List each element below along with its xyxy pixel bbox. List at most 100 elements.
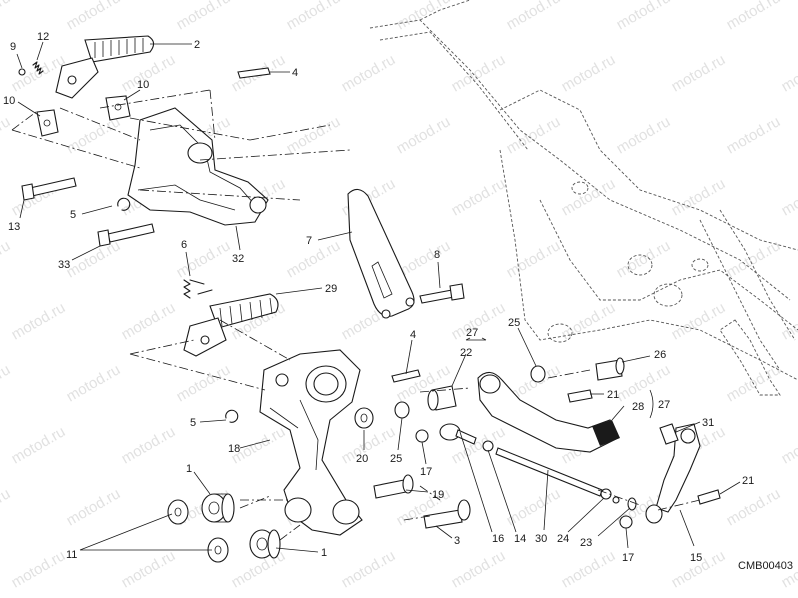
- label-8: 8: [434, 249, 440, 261]
- watermark-text: motod.ru: [119, 547, 179, 591]
- washer-11-upper: [167, 499, 189, 525]
- watermark-text: motod.ru: [64, 237, 124, 281]
- watermark-text: motod.ru: [119, 299, 179, 343]
- label-6: 6: [181, 239, 187, 251]
- watermark-text: motod.ru: [504, 113, 564, 157]
- watermark-text: motod.ru: [779, 299, 798, 343]
- nut-17-right: [619, 515, 633, 529]
- bracket-32: [127, 107, 269, 226]
- watermark-text: motod.ru: [669, 299, 729, 343]
- label-19: 19: [432, 489, 444, 501]
- watermark-text: motod.ru: [669, 51, 729, 95]
- plate-10-right: [105, 95, 131, 121]
- bolt-3: [423, 499, 471, 529]
- watermark-text: motod.ru: [449, 547, 509, 591]
- washer-25-lower: [394, 401, 410, 419]
- bolt-8: [419, 283, 465, 304]
- label-1-upper: 1: [186, 463, 192, 475]
- spring-6: [183, 279, 213, 299]
- bushing-23: [645, 504, 663, 524]
- label-28: 28: [632, 401, 644, 413]
- washer-20: [354, 407, 374, 429]
- watermark-text: motod.ru: [614, 113, 674, 157]
- label-32: 32: [232, 253, 244, 265]
- brake-lever-27: [477, 371, 620, 453]
- label-2: 2: [194, 39, 200, 51]
- label-23: 23: [580, 537, 592, 549]
- watermark-text: motod.ru: [64, 0, 124, 33]
- watermark-text: motod.ru: [449, 51, 509, 95]
- label-25-lower: 25: [390, 453, 402, 465]
- watermark-text: motod.ru: [559, 51, 619, 95]
- watermark-text: motod.ru: [284, 113, 344, 157]
- bolt-13: [21, 177, 77, 201]
- watermark-text: motod.ru: [119, 423, 179, 467]
- watermark-text: motod.ru: [9, 299, 69, 343]
- watermark-text: motod.ru: [284, 237, 344, 281]
- bolt-33: [97, 223, 155, 247]
- label-33: 33: [58, 259, 70, 271]
- washer-24: [627, 497, 637, 511]
- label-17-left: 17: [420, 466, 432, 478]
- watermark-text: motod.ru: [449, 299, 509, 343]
- watermark-text: motod.ru: [0, 0, 13, 33]
- frame-section: [369, 0, 798, 396]
- watermark-text: motod.ru: [559, 547, 619, 591]
- watermark-text: motod.ru: [0, 485, 13, 529]
- label-4-lower: 4: [410, 329, 416, 341]
- label-26: 26: [654, 349, 666, 361]
- watermark-text: motod.ru: [779, 51, 798, 95]
- bushing-1-upper: [201, 493, 235, 523]
- watermark-text: motod.ru: [64, 361, 124, 405]
- footpeg-rubber-lower: [183, 293, 279, 357]
- watermark-text: motod.ru: [724, 0, 784, 33]
- label-21-lower: 21: [742, 475, 754, 487]
- bolt-21-lower: [697, 489, 721, 505]
- label-9: 9: [10, 41, 16, 53]
- circlip-5-lower: [225, 409, 239, 423]
- nut-17-left: [415, 429, 429, 443]
- watermark-text: motod.ru: [174, 0, 234, 33]
- leader-lines: [16, 41, 741, 553]
- pushrod-30: [439, 423, 620, 504]
- label-25-top: 25: [508, 317, 520, 329]
- label-17-right: 17: [622, 552, 634, 564]
- drawing-code: CMB00403: [738, 560, 793, 572]
- label-5-upper: 5: [70, 209, 76, 221]
- circlip-5-upper: [117, 197, 131, 211]
- label-16: 16: [492, 533, 504, 545]
- watermark-text: motod.ru: [559, 299, 619, 343]
- label-3: 3: [454, 535, 460, 547]
- screw-21-upper: [567, 389, 593, 403]
- label-31: 31: [702, 417, 714, 429]
- label-14: 14: [514, 533, 526, 545]
- label-12: 12: [37, 31, 49, 43]
- watermark-text: motod.ru: [0, 361, 13, 405]
- assembly-lines: [11, 89, 701, 541]
- watermark-text: motod.ru: [724, 485, 784, 529]
- label-30: 30: [535, 533, 547, 545]
- label-15: 15: [690, 552, 702, 564]
- label-24: 24: [557, 533, 569, 545]
- watermark-text: motod.ru: [339, 547, 399, 591]
- washer-25-upper: [530, 365, 546, 383]
- watermark-text: motod.ru: [724, 113, 784, 157]
- bracket-18: [259, 349, 363, 536]
- bushing-22: [427, 385, 457, 411]
- label-18: 18: [228, 443, 240, 455]
- watermark-text: motod.ru: [9, 547, 69, 591]
- watermark-text: motod.ru: [559, 175, 619, 219]
- label-27-right: 27: [658, 399, 670, 411]
- ball-9: [18, 68, 26, 76]
- rod-end-15: [655, 423, 701, 513]
- watermark-text: motod.ru: [64, 485, 124, 529]
- watermark-text: motod.ru: [504, 0, 564, 33]
- part-labels: 9 12 2 10 10 4 13 5 33 32 6 7 8 29 27 22…: [3, 31, 793, 572]
- label-27-top: 27: [466, 327, 478, 339]
- watermark-text: motod.ru: [394, 113, 454, 157]
- footpeg-rubber-upper: [55, 35, 155, 99]
- label-29: 29: [325, 283, 337, 295]
- label-13: 13: [8, 221, 20, 233]
- watermark-text: motod.ru: [64, 113, 124, 157]
